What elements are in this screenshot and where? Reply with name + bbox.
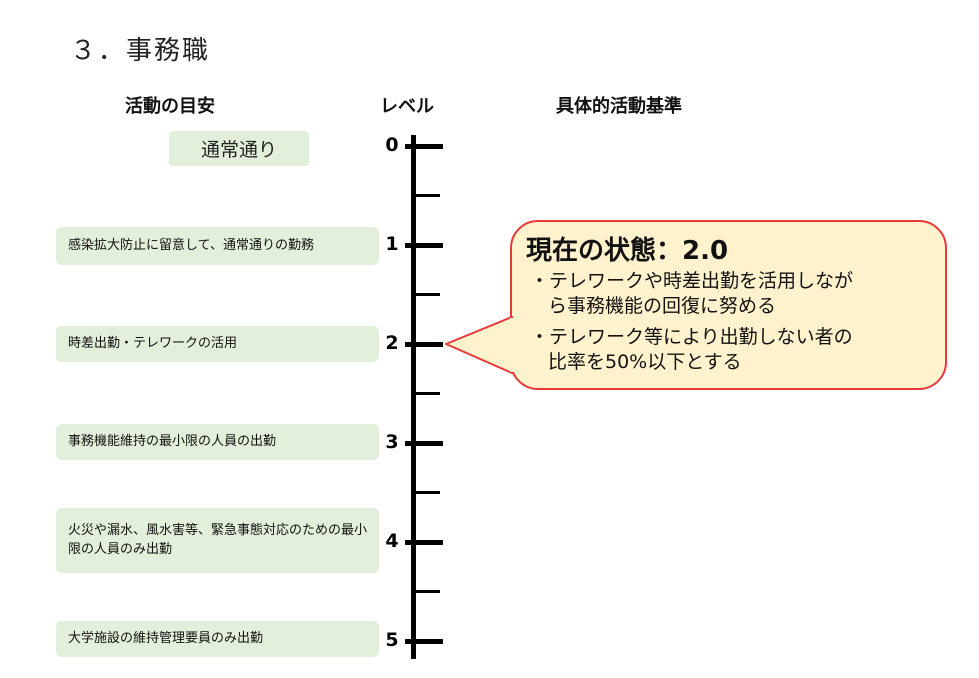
activity-box-level-3: 事務機能維持の最小限の人員の出勤 <box>56 424 379 460</box>
activity-box-level-5: 大学施設の維持管理要員のみ出勤 <box>56 621 379 657</box>
callout-bullet-1-line-1: ・テレワークや時差出勤を活用しなが <box>530 270 854 292</box>
major-tick-3 <box>405 441 443 446</box>
activity-box-level-2: 時差出勤・テレワークの活用 <box>56 326 379 362</box>
page-title: ３．事務職 <box>70 36 211 66</box>
major-tick-0 <box>405 144 443 149</box>
level-label-0: 0 <box>385 134 399 156</box>
level-label-4: 4 <box>385 530 399 552</box>
callout-pointer <box>445 316 520 374</box>
current-status-callout <box>510 220 947 390</box>
current-status-title: 現在の状態：2.0 <box>526 236 729 266</box>
callout-bullet-1-line-2: ら事務機能の回復に努める <box>548 295 777 317</box>
activity-box-level-1: 感染拡大防止に留意して、通常通りの勤務 <box>56 227 379 265</box>
minor-tick-4-5 <box>414 590 440 593</box>
header-criteria: 具体的活動基準 <box>556 96 682 117</box>
activity-box-level-4: 火災や漏水、風水害等、緊急事態対応のための最小限の人員のみ出勤 <box>56 508 379 573</box>
activity-box-level-0: 通常通り <box>169 131 309 166</box>
callout-bullet-2-line-1: ・テレワーク等により出勤しない者の <box>530 326 853 348</box>
level-label-3: 3 <box>385 431 399 453</box>
major-tick-1 <box>405 243 443 248</box>
minor-tick-0-5 <box>414 194 440 197</box>
level-label-5: 5 <box>385 629 399 651</box>
major-tick-2 <box>405 342 443 347</box>
minor-tick-1-5 <box>414 293 440 296</box>
level-label-2: 2 <box>385 332 399 354</box>
major-tick-4 <box>405 540 443 545</box>
callout-bullet-2-line-2: 比率を50%以下とする <box>548 351 742 373</box>
minor-tick-2-5 <box>414 392 440 395</box>
major-tick-5 <box>405 639 443 644</box>
level-scale-axis <box>411 135 416 659</box>
level-label-1: 1 <box>385 233 399 255</box>
minor-tick-3-5 <box>414 491 440 494</box>
header-level: レベル <box>380 96 434 117</box>
header-activity-guide: 活動の目安 <box>125 96 215 117</box>
